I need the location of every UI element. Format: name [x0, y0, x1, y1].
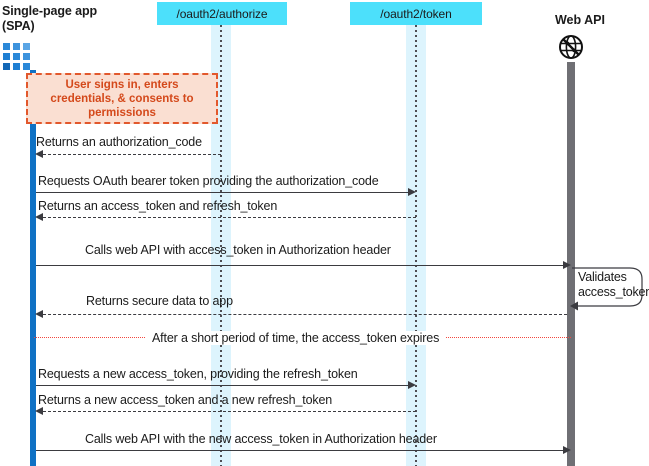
message-arrow-1	[38, 154, 221, 155]
message-label-3: Returns an access_token and refresh_toke…	[38, 199, 278, 213]
message-label-4: Calls web API with access_token in Autho…	[85, 243, 391, 257]
participant-box-authorize: /oauth2/authorize	[157, 2, 287, 25]
message-label-7: Returns a new access_token and a new ref…	[38, 393, 333, 407]
arrow-head-1	[35, 150, 43, 158]
message-label-2: Requests OAuth bearer token providing th…	[38, 174, 379, 188]
message-label-1: Returns an authorization_code	[36, 135, 202, 149]
message-arrow-5	[38, 314, 567, 315]
message-label-6: Requests a new access_token, providing t…	[38, 367, 358, 381]
arrow-head-3	[35, 213, 43, 221]
participant-label-authorize: /oauth2/authorize	[176, 6, 268, 21]
message-arrow-7	[38, 411, 416, 412]
participant-label-spa: Single-page app (SPA)	[2, 4, 98, 33]
arrow-head-8	[563, 446, 571, 454]
message-label-5: Returns secure data to app	[86, 294, 233, 308]
message-arrow-3	[38, 217, 416, 218]
message-label-8: Calls web API with the new access_token …	[85, 432, 437, 446]
lifeline-token	[406, 25, 426, 466]
lifeline-spa	[30, 70, 36, 466]
participant-box-token: /oauth2/token	[350, 2, 482, 25]
lifeline-authorize	[211, 25, 231, 466]
separator-label-wrap: After a short period of time, the access…	[145, 329, 447, 347]
arrow-head-2	[408, 188, 416, 196]
message-arrow-4	[36, 265, 566, 266]
arrow-head-5	[35, 310, 43, 318]
message-arrow-6	[36, 385, 410, 386]
message-arrow-2	[36, 192, 410, 193]
arrow-head-7	[35, 407, 43, 415]
note-user-consent: User signs in, enters credentials, & con…	[26, 73, 218, 124]
globe-icon	[558, 34, 584, 60]
arrow-head-4	[563, 261, 571, 269]
arrow-head-6	[408, 381, 416, 389]
participant-label-token: /oauth2/token	[380, 6, 452, 21]
participant-label-web-api: Web API	[554, 13, 605, 27]
message-arrow-8	[36, 450, 566, 451]
self-message-validates	[570, 265, 649, 311]
lifeline-web-api	[567, 62, 575, 466]
app-grid-icon	[3, 43, 30, 70]
separator-label: After a short period of time, the access…	[145, 331, 447, 345]
self-message-label-validates: Validates access_token	[578, 270, 649, 299]
